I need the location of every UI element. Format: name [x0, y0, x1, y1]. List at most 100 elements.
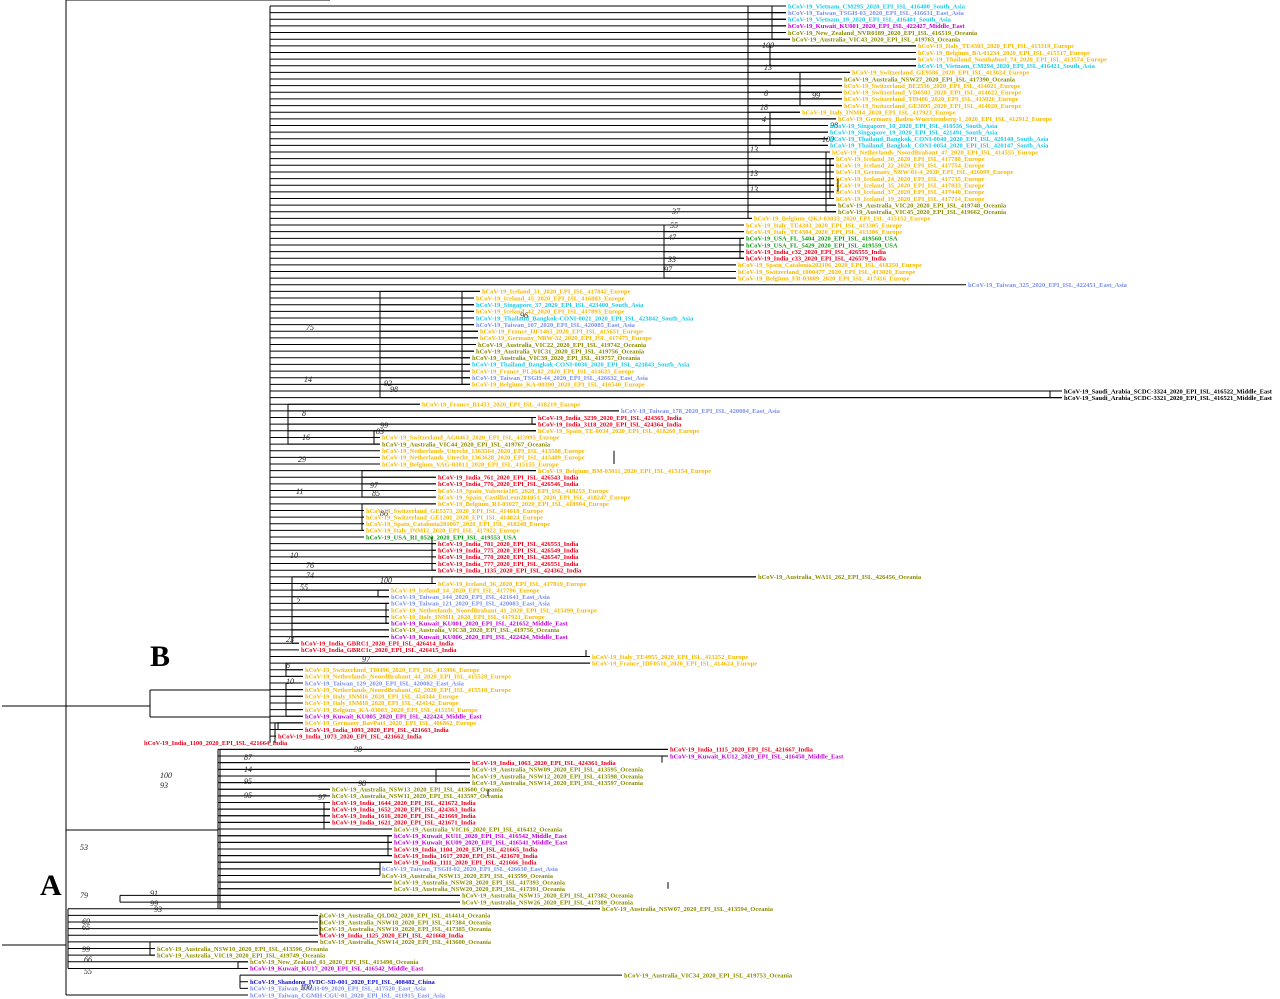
leaf-label: hCoV-19_Italy_TE4955_2020_EPI_ISL_413252…: [592, 654, 748, 661]
leaf-label: hCoV-19_India_1073_2020_EPI_ISL_421662_I…: [278, 733, 422, 740]
bootstrap-value: 33: [667, 255, 676, 264]
leaf-label: hCoV-19_Switzerland_GE5373_2020_EPI_ISL_…: [366, 508, 543, 515]
leaf-label: hCoV-19_France_IDF0516_2020_EPI_ISL_4146…: [592, 660, 757, 667]
bootstrap-value: 8: [302, 409, 306, 418]
leaf-label: hCoV-19_Taiwan_CGMH-CGU-01_2020_EPI_ISL_…: [250, 992, 446, 999]
leaf-label: hCoV-19_India_GBRC1_2020_EPI_ISL_426414_…: [301, 641, 454, 648]
leaf-label: hCoV-19_Kuwait_KU001_2020_EPI_ISL_421652…: [391, 621, 568, 628]
leaf-label: hCoV-19_Taiwan_129_2020_EPI_ISL_420082_E…: [305, 680, 465, 687]
bootstrap-value: 97: [370, 481, 379, 490]
leaf-label: hCoV-19_Australia_NSW27_2020_EPI_ISL_417…: [844, 76, 1016, 83]
bootstrap-value: 55: [84, 967, 92, 976]
leaf-label: hCoV-19_India_1644_2020_EPI_ISL_421672_I…: [332, 800, 476, 807]
bootstrap-value: 6: [764, 89, 768, 98]
bootstrap-value: 98: [390, 385, 398, 394]
leaf-label: hCoV-19_Taiwan_144_2020_EPI_ISL_421641_E…: [391, 594, 551, 601]
leaf-label: hCoV-19_Netherlands_Utrecht_1363564_2020…: [382, 448, 585, 455]
leaf-label: hCoV-19_Australia_NSW13_2020_EPI_ISL_413…: [382, 873, 554, 880]
leaf-label: hCoV-19_Australia_VIC45_2020_EPI_ISL_419…: [838, 209, 1007, 216]
leaf-label: hCoV-19_Kuwait_KU09_2020_EPI_ISL_416541_…: [394, 840, 568, 847]
tree-branches: [2, 0, 1062, 996]
bootstrap-value: 13: [750, 145, 758, 154]
leaf-label: hCoV-19_India_3118_2020_EPI_ISL_424364_I…: [538, 421, 682, 428]
leaf-label: hCoV-19_Australia_VIC22_2020_EPI_ISL_419…: [478, 342, 647, 349]
leaf-label: hCoV-19_Thailand_Bangkok-CONI-0021_2020_…: [476, 315, 694, 322]
leaf-label: hCoV-19_Australia_NSW28_2020_EPI_ISL_417…: [394, 879, 566, 886]
bootstrap-value: 14: [304, 375, 312, 384]
bootstrap-value: 2: [296, 597, 300, 606]
leaf-label: hCoV-19_Switzerland_AG0463_2020_EPI_ISL_…: [382, 435, 560, 442]
leaf-label: hCoV-19_Australia_VIC43_2020_EPI_ISL_419…: [792, 36, 961, 43]
leaf-label: hCoV-19_Taiwan_TSGH-09_2020_EPI_ISL_4175…: [250, 986, 427, 993]
bootstrap-value: 79: [80, 891, 88, 900]
leaf-label: hCoV-19_Australia_NSW10_2020_EPI_ISL_413…: [157, 946, 329, 953]
leaf-label: hCoV-19_Netherlands_NoordBrabant_62_2020…: [305, 687, 511, 694]
bootstrap-value: 92: [384, 379, 392, 388]
leaf-label: hCoV-19_Australia_VIC19_2020_EPI_ISL_419…: [157, 952, 326, 959]
bootstrap-value: 83: [376, 427, 384, 436]
leaf-label: hCoV-19_Kuwait_KU005_2020_EPI_ISL_422424…: [305, 714, 482, 721]
leaf-label: hCoV-19_Italy_TE4304_2020_EPI_ISL_413306…: [746, 229, 902, 236]
bootstrap-value: 29: [298, 455, 306, 464]
leaf-label: hCoV-19_Thailand_Bangkok_CONI-0040_2020_…: [830, 136, 1049, 143]
leaf-label: hCoV-19_Kuwait_KU17_2020_EPI_ISL_416542_…: [250, 966, 424, 973]
leaf-label: hCoV-19_India_1616_2020_EPI_ISL_421669_I…: [332, 813, 476, 820]
leaf-label: hCoV-19_India_776_2020_EPI_ISL_426546_In…: [438, 481, 579, 488]
leaf-label: hCoV-19_Australia_NSW15_2020_EPI_ISL_417…: [462, 893, 634, 900]
leaf-label: hCoV-19_India_GBRC1c_2020_EPI_ISL_426415…: [301, 647, 457, 654]
leaf-label: hCoV-19_Netherlands_Utrecht_1363628_2020…: [382, 455, 585, 462]
leaf-label: hCoV-19_Taiwan_TSGH-02_2020_EPI_ISL_4266…: [382, 866, 559, 873]
leaf-label: hCoV-19_Belgium_RJ-03027_2020_EPI_ISL_41…: [438, 501, 609, 508]
bootstrap-value: 86: [380, 509, 388, 518]
leaf-label: hCoV-19_Australia_NSW12_2020_EPI_ISL_413…: [472, 773, 644, 780]
bootstrap-value: 99: [812, 91, 820, 100]
bootstrap-value: 75: [306, 323, 314, 332]
leaf-label: hCoV-19_Italy_INMI6_2020_EPI_ISL_424344_…: [305, 694, 459, 701]
leaf-label: hCoV-19_Australia_NSW20_2020_EPI_ISL_417…: [394, 886, 566, 893]
leaf-label: hCoV-19_Vietnam_CM295_2020_EPI_ISL_41640…: [788, 3, 966, 10]
bootstrap-value: 4: [762, 115, 766, 124]
bootstrap-value: 85: [372, 489, 380, 498]
bootstrap-value: 53: [80, 843, 88, 852]
leaf-label: hCoV-19_Iceland_35_2020_EPI_ISL_417833_E…: [836, 183, 985, 190]
leaf-label: hCoV-19_Kuwait_KU006_2020_EPI_ISL_422424…: [391, 634, 568, 641]
bootstrap-value: 37: [671, 207, 681, 216]
bootstrap-value: 98: [830, 121, 838, 130]
bootstrap-value: 97: [664, 265, 673, 274]
leaf-label: hCoV-19_Taiwan_325_2020_EPI_ISL_422451_E…: [968, 282, 1128, 289]
leaf-label: hCoV-19_India_1104_2020_EPI_ISL_421665_I…: [394, 846, 538, 853]
bootstrap-value: 99: [82, 945, 90, 954]
leaf-label: hCoV-19_France_HF1465_2020_EPI_ISL_41565…: [480, 329, 643, 336]
leaf-label: hCoV-19_India_1093_2020_EPI_ISL_421663_I…: [305, 727, 449, 734]
bootstrap-value: 100: [380, 576, 392, 585]
leaf-label: hCoV-19_Iceland_42_2020_EPI_ISL_417893_E…: [476, 309, 625, 316]
leaf-label: hCoV-19_India_1621_2020_EPI_ISL_421671_I…: [332, 820, 476, 827]
leaf-label: hCoV-19_Singapore_10_2020_EPI_ISL_410536…: [830, 123, 998, 130]
leaf-label: hCoV-19_Thailand_Bangkok-CONI-0036_2020_…: [472, 362, 690, 369]
leaf-label: hCoV-19_India_1100_2020_EPI_ISL_421664_I…: [144, 740, 288, 747]
leaf-label: hCoV-19_Switzerland_TI0496_2020_EPI_ISL_…: [305, 667, 480, 674]
leaf-label: hCoV-19_USA_RI_0520_2020_EPI_ISL_419553_…: [366, 534, 517, 541]
leaf-label: hCoV-19_India_1135_2020_EPI_ISL_424362_I…: [438, 567, 582, 574]
bootstrap-value: 93: [154, 905, 162, 914]
leaf-label: hCoV-19_Iceland_31_2020_EPI_ISL_417842_E…: [482, 289, 631, 296]
leaf-label: hCoV-19_Iceland_24_2020_EPI_ISL_417735_E…: [836, 176, 985, 183]
bootstrap-values: 1001364189998100131313375547339775148162…: [80, 41, 838, 992]
bootstrap-value: 47: [668, 233, 677, 242]
bootstrap-value: 11: [296, 487, 303, 496]
leaf-label: hCoV-19_Germany_NRW-32_2020_EPI_ISL_4174…: [480, 335, 652, 342]
leaf-label: hCoV-19_Australia_NSW19_2020_EPI_ISL_417…: [320, 926, 492, 933]
leaf-label: hCoV-19_Iceland_36_2020_EPI_ISL_417819_E…: [438, 581, 587, 588]
leaf-label: hCoV-19_Australia_NSW18_2020_EPI_ISL_417…: [320, 919, 492, 926]
leaf-label: hCoV-19_Germany_BavPat1_2020_EPI_ISL_406…: [305, 720, 476, 727]
leaf-label: hCoV-19_Kuwait_KU11_2020_EPI_ISL_416542_…: [394, 833, 568, 840]
leaf-label: hCoV-19_Italy_TE4303_2020_EPI_ISL_413319…: [918, 43, 1074, 50]
leaf-label: hCoV-19_Australia_QLD02_2020_EPI_ISL_414…: [320, 913, 491, 920]
leaf-label: hCoV-19_Italy_INMI4_2020_EPI_ISL_417923_…: [802, 110, 956, 117]
leaf-label: hCoV-19_Australia_VIC44_2020_EPI_ISL_419…: [382, 441, 551, 448]
bootstrap-value: 100: [822, 135, 834, 144]
bootstrap-value: 18: [760, 103, 768, 112]
leaf-label: hCoV-19_Germany_NRW-01-4_2020_EPI_ISL_42…: [836, 169, 1013, 176]
leaf-label: hCoV-19_France_B1433_2020_EPI_ISL_418219…: [422, 402, 580, 409]
leaf-label: hCoV-19_Italy_INMI2_2020_EPI_ISL_417922_…: [366, 528, 520, 535]
